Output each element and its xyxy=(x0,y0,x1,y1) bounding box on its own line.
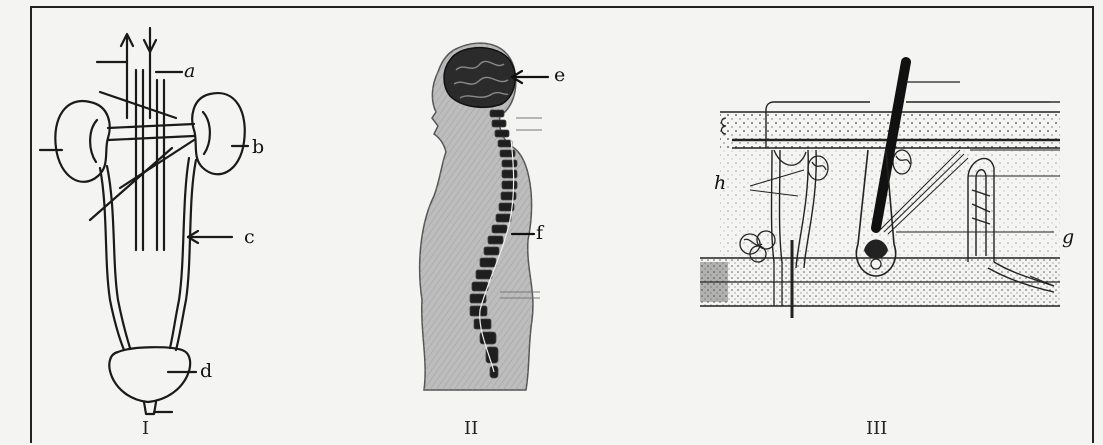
numeral-III: III xyxy=(866,420,887,438)
label-g: g xyxy=(1062,228,1074,247)
figure-nervous-system: e f II xyxy=(330,0,670,445)
label-c: c xyxy=(244,228,255,247)
label-h: h xyxy=(714,174,726,193)
nervous-system-drawing xyxy=(330,0,670,445)
label-f: f xyxy=(536,224,543,243)
urinary-system-drawing xyxy=(0,0,330,445)
skin-section-drawing xyxy=(670,0,1094,445)
label-a: a xyxy=(184,62,195,81)
numeral-II: II xyxy=(464,420,478,438)
label-d: d xyxy=(200,362,212,381)
figure-urinary-system: a b c d I xyxy=(0,0,330,445)
figure-skin-section: h g III xyxy=(670,0,1094,445)
label-b: b xyxy=(252,138,264,157)
label-e: e xyxy=(554,66,565,85)
numeral-I: I xyxy=(142,420,149,438)
